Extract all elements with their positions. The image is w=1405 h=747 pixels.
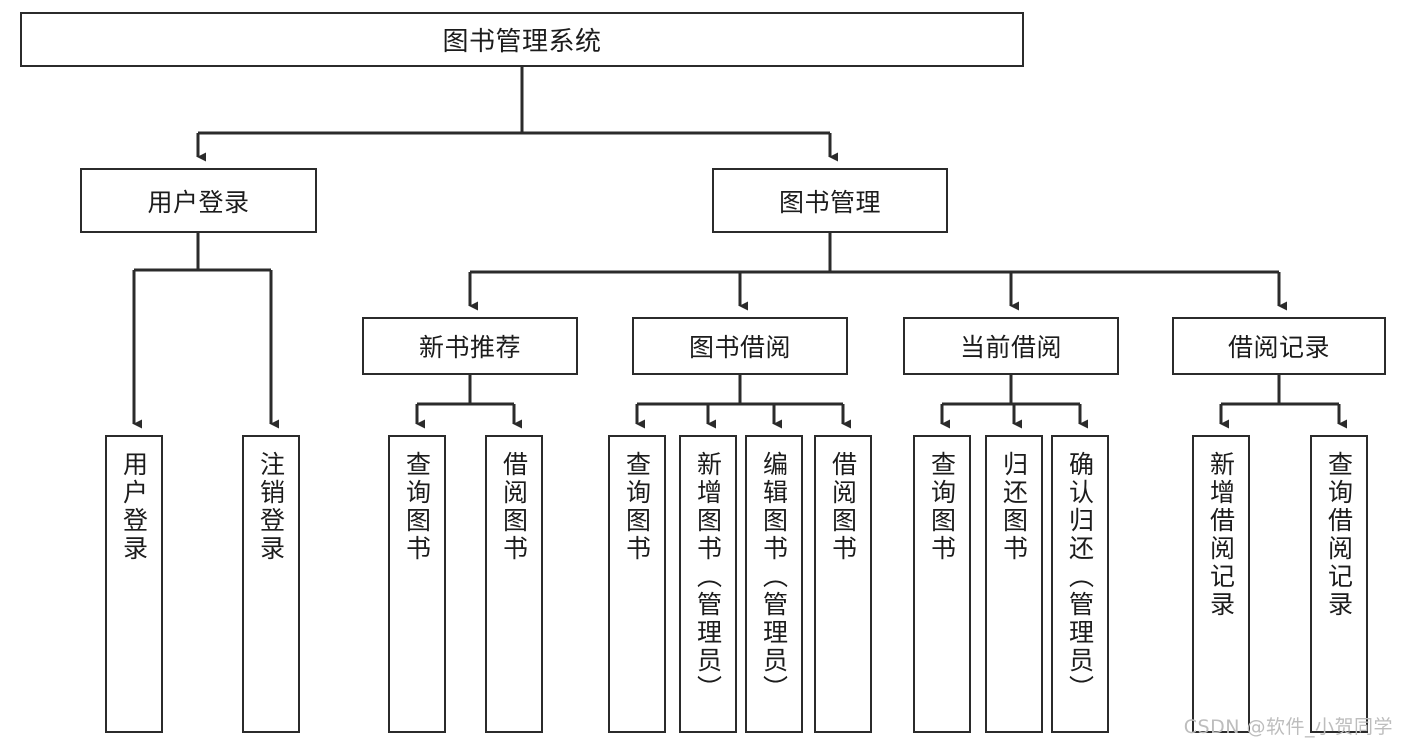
node-leaf-query-book-1-label: 查询图书 (402, 451, 432, 563)
node-root-label: 图书管理系统 (442, 27, 602, 57)
node-book-management-label: 图书管理 (778, 187, 881, 217)
node-new-book-recommend-label: 新书推荐 (418, 333, 521, 362)
node-leaf-borrow-book-2-label: 借阅图书 (828, 451, 858, 563)
node-leaf-add-book-admin[interactable]: 新增图书（管理员） (679, 435, 737, 733)
node-leaf-add-borrow-record-label: 新增借阅记录 (1206, 451, 1236, 619)
node-leaf-confirm-return-admin-label: 确认归还（管理员） (1065, 451, 1095, 703)
node-book-management[interactable]: 图书管理 (712, 168, 948, 233)
node-leaf-query-book-3[interactable]: 查询图书 (913, 435, 971, 733)
node-leaf-add-borrow-record[interactable]: 新增借阅记录 (1192, 435, 1250, 733)
node-current-borrow-label: 当前借阅 (959, 333, 1062, 362)
node-leaf-user-login-label: 用户登录 (119, 451, 149, 563)
node-leaf-user-logout[interactable]: 注销登录 (242, 435, 300, 733)
watermark-text: CSDN @软件_小贺同学 (1183, 716, 1393, 738)
node-leaf-query-borrow-record-label: 查询借阅记录 (1324, 451, 1354, 619)
node-leaf-confirm-return-admin[interactable]: 确认归还（管理员） (1051, 435, 1109, 733)
node-leaf-return-book[interactable]: 归还图书 (985, 435, 1043, 733)
node-leaf-user-logout-label: 注销登录 (256, 451, 286, 563)
node-leaf-query-book-1[interactable]: 查询图书 (388, 435, 446, 733)
node-borrow-record-label: 借阅记录 (1227, 333, 1330, 362)
node-book-borrow[interactable]: 图书借阅 (632, 317, 848, 375)
node-leaf-query-book-2[interactable]: 查询图书 (608, 435, 666, 733)
node-leaf-borrow-book-1[interactable]: 借阅图书 (485, 435, 543, 733)
node-leaf-edit-book-admin-label: 编辑图书（管理员） (759, 451, 789, 703)
node-leaf-borrow-book-2[interactable]: 借阅图书 (814, 435, 872, 733)
node-leaf-return-book-label: 归还图书 (999, 451, 1029, 563)
node-current-borrow[interactable]: 当前借阅 (903, 317, 1119, 375)
node-leaf-query-book-2-label: 查询图书 (622, 451, 652, 563)
node-book-borrow-label: 图书借阅 (688, 333, 791, 362)
node-borrow-record[interactable]: 借阅记录 (1172, 317, 1386, 375)
node-leaf-add-book-admin-label: 新增图书（管理员） (693, 451, 723, 703)
node-new-book-recommend[interactable]: 新书推荐 (362, 317, 578, 375)
node-root[interactable]: 图书管理系统 (20, 12, 1024, 67)
node-user-login-label: 用户登录 (147, 187, 250, 217)
node-user-login[interactable]: 用户登录 (80, 168, 317, 233)
node-leaf-query-borrow-record[interactable]: 查询借阅记录 (1310, 435, 1368, 733)
node-leaf-user-login[interactable]: 用户登录 (105, 435, 163, 733)
node-leaf-borrow-book-1-label: 借阅图书 (499, 451, 529, 563)
node-leaf-edit-book-admin[interactable]: 编辑图书（管理员） (745, 435, 803, 733)
node-leaf-query-book-3-label: 查询图书 (927, 451, 957, 563)
